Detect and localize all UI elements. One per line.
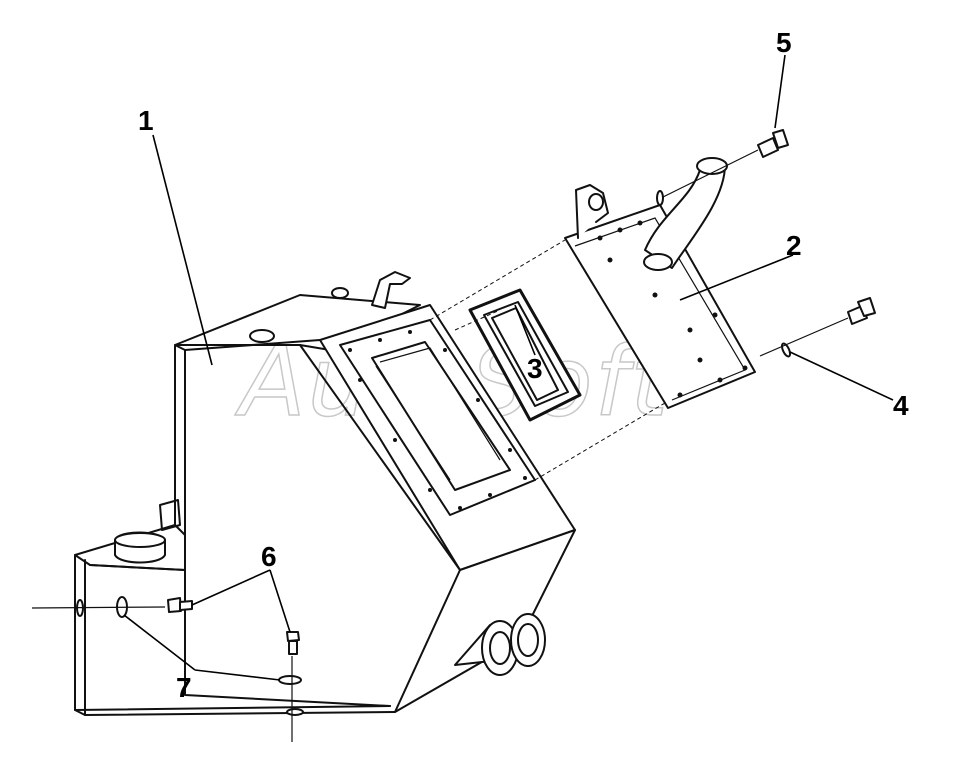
bolt-part-6 xyxy=(167,597,300,655)
assembly-line xyxy=(534,399,671,481)
callout-5: 5 xyxy=(776,27,792,58)
leader-line-5 xyxy=(774,54,786,129)
leader-line-1 xyxy=(152,134,213,366)
leader-line-4 xyxy=(789,351,894,401)
assembly-line xyxy=(454,309,501,331)
leader-line-6 xyxy=(191,569,291,633)
callout-3: 3 xyxy=(527,353,543,384)
callout-6: 6 xyxy=(261,541,277,572)
washer-part-7 xyxy=(278,675,302,685)
bolt-part-5 xyxy=(662,129,789,198)
leader-line-3 xyxy=(514,304,536,356)
bolt-part-4 xyxy=(759,297,876,358)
callout-4: 4 xyxy=(893,390,909,421)
assembly-line xyxy=(429,239,566,321)
gasket-part-3 xyxy=(468,288,582,422)
housing-part-1 xyxy=(74,271,576,716)
callout-2: 2 xyxy=(786,230,802,261)
callout-1: 1 xyxy=(138,105,154,136)
callout-7: 7 xyxy=(176,672,192,703)
cover-plate-part-2 xyxy=(564,157,756,409)
leader-line-7 xyxy=(123,614,281,681)
center-line xyxy=(31,606,166,609)
leader-line-2 xyxy=(679,254,794,301)
